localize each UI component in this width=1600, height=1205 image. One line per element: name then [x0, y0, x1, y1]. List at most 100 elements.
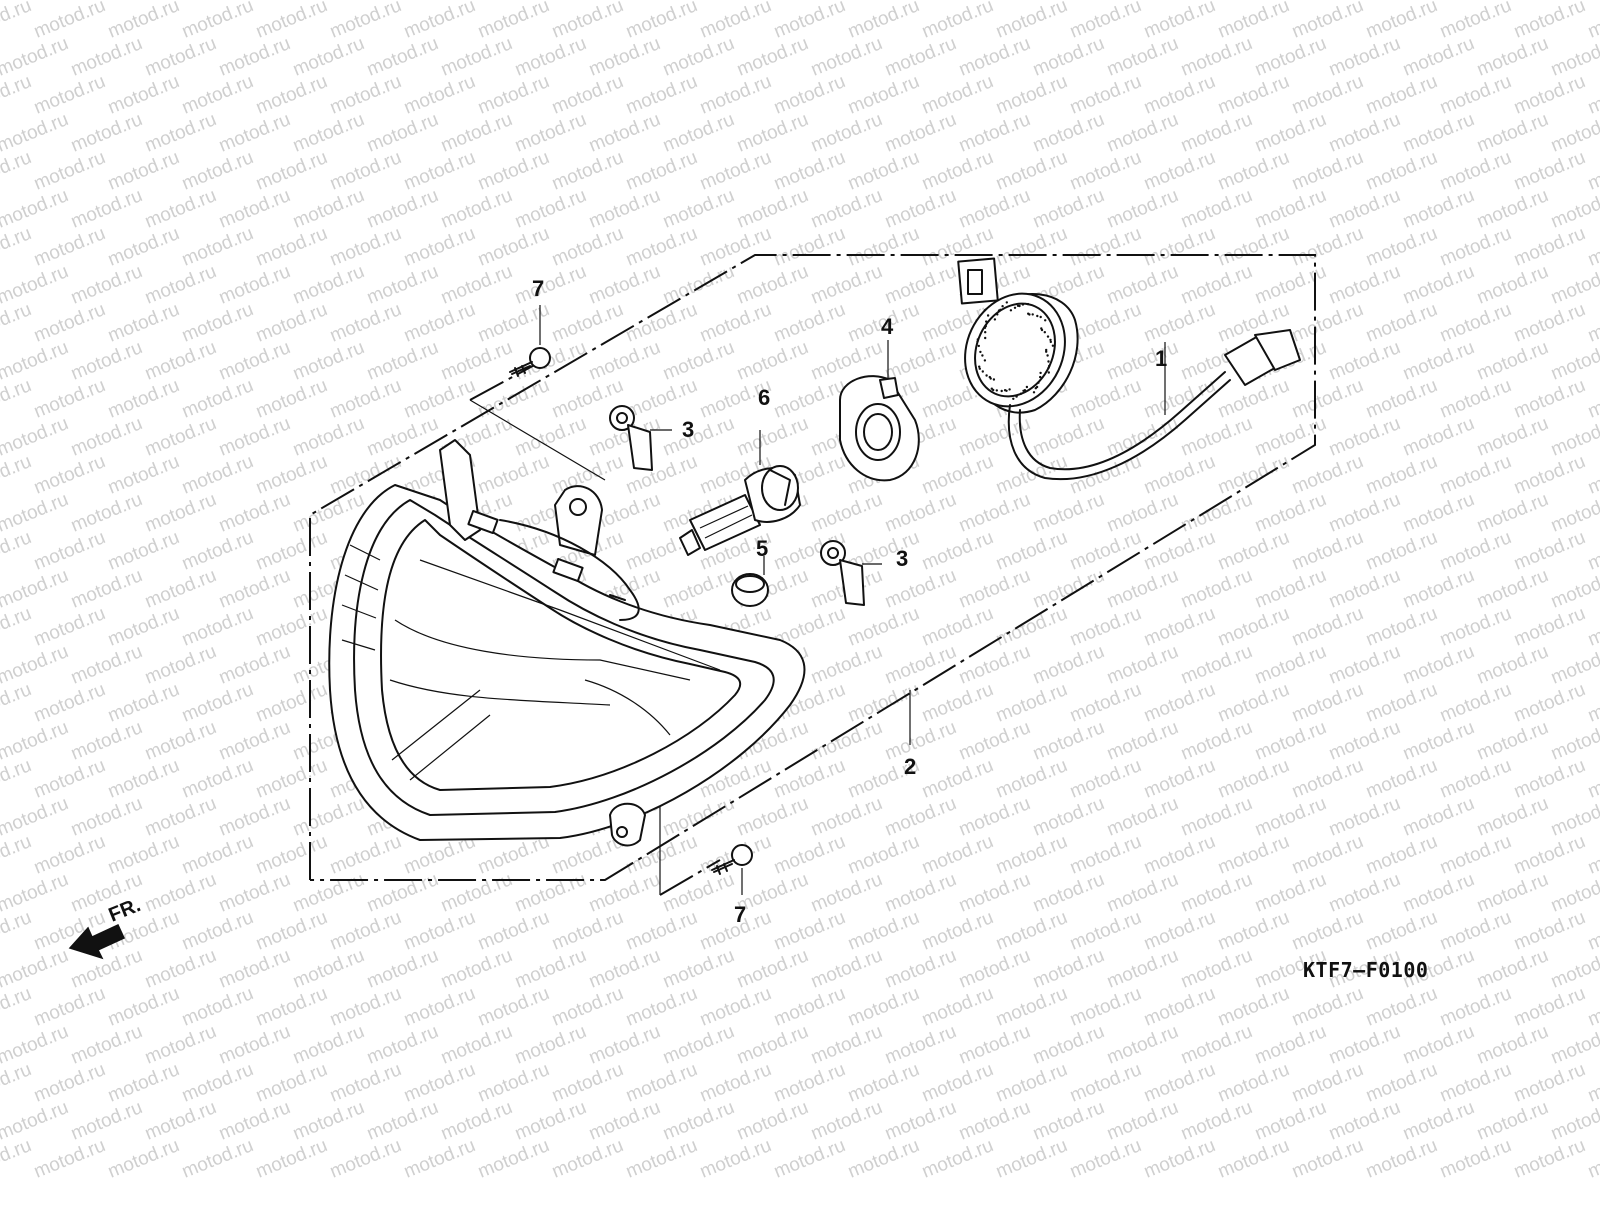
- watermark-text: motod.ru: [475, 71, 552, 119]
- watermark-text: motod.ru: [253, 1135, 330, 1183]
- watermark-text: motod.ru: [660, 33, 737, 81]
- watermark-text: motod.ru: [956, 945, 1033, 993]
- watermark-text: motod.ru: [1289, 983, 1366, 1031]
- watermark-text: motod.ru: [1437, 375, 1514, 423]
- watermark-text: motod.ru: [586, 261, 663, 309]
- watermark-text: motod.ru: [1585, 983, 1600, 1031]
- watermark-text: motod.ru: [1141, 451, 1218, 499]
- watermark-text: motod.ru: [697, 223, 774, 271]
- watermark-text: motod.ru: [882, 641, 959, 689]
- watermark-text: motod.ru: [919, 1135, 996, 1183]
- watermark-text: motod.ru: [1215, 907, 1292, 955]
- watermark-text: motod.ru: [1141, 0, 1218, 43]
- watermark-text: motod.ru: [808, 641, 885, 689]
- watermark-text: motod.ru: [1141, 603, 1218, 651]
- watermark-text: motod.ru: [179, 983, 256, 1031]
- stipple-dot: [985, 320, 988, 323]
- watermark-text: motod.ru: [142, 185, 219, 233]
- watermark-text: motod.ru: [327, 907, 404, 955]
- watermark-text: motod.ru: [660, 565, 737, 613]
- watermark-text: motod.ru: [734, 185, 811, 233]
- watermark-text: motod.ru: [327, 375, 404, 423]
- watermark-text: motod.ru: [327, 223, 404, 271]
- watermark-text: motod.ru: [1474, 109, 1551, 157]
- watermark-text: motod.ru: [1178, 185, 1255, 233]
- watermark-text: motod.ru: [438, 869, 515, 917]
- watermark-text: motod.ru: [216, 185, 293, 233]
- watermark-text: motod.ru: [1511, 451, 1588, 499]
- clip-nut-upper: [609, 405, 672, 471]
- watermark-text: motod.ru: [1104, 1021, 1181, 1069]
- watermark-text: motod.ru: [1400, 641, 1477, 689]
- stipple-dot: [1047, 371, 1051, 374]
- watermark-text: motod.ru: [401, 0, 478, 43]
- watermark-text: motod.ru: [1067, 1059, 1144, 1107]
- watermark-text: motod.ru: [1104, 565, 1181, 613]
- watermark-text: motod.ru: [1252, 1097, 1329, 1145]
- watermark-text: motod.ru: [1215, 147, 1292, 195]
- watermark-text: motod.ru: [1141, 831, 1218, 879]
- watermark-text: motod.ru: [327, 1135, 404, 1183]
- watermark-text: motod.ru: [1474, 945, 1551, 993]
- watermark-text: motod.ru: [1141, 299, 1218, 347]
- watermark-text: motod.ru: [734, 1021, 811, 1069]
- stipple-dot: [1021, 303, 1025, 306]
- watermark-text: motod.ru: [1289, 679, 1366, 727]
- watermark-text: motod.ru: [1030, 489, 1107, 537]
- stipple-dot: [1039, 375, 1042, 379]
- stipple-dot: [1015, 395, 1018, 398]
- watermark-text: motod.ru: [808, 869, 885, 917]
- watermark-text: motod.ru: [327, 983, 404, 1031]
- watermark-text: motod.ru: [1511, 527, 1588, 575]
- watermark-text: motod.ru: [475, 451, 552, 499]
- watermark-text: motod.ru: [68, 793, 145, 841]
- watermark-text: motod.ru: [1141, 907, 1218, 955]
- watermark-text: motod.ru: [290, 1097, 367, 1145]
- watermark-text: motod.ru: [290, 33, 367, 81]
- watermark-text: motod.ru: [1215, 755, 1292, 803]
- watermark-text: motod.ru: [1363, 831, 1440, 879]
- watermark-text: motod.ru: [216, 413, 293, 461]
- watermark-text: motod.ru: [1030, 109, 1107, 157]
- callout-7-upper: 7: [532, 276, 544, 301]
- watermark-text: motod.ru: [845, 1135, 922, 1183]
- watermark-text: motod.ru: [327, 0, 404, 43]
- watermark-text: motod.ru: [364, 1097, 441, 1145]
- stipple-dot: [1039, 371, 1042, 375]
- stipple-dot: [1046, 335, 1050, 338]
- watermark-text: motod.ru: [401, 1135, 478, 1183]
- watermark-text: motod.ru: [401, 983, 478, 1031]
- watermark-text: motod.ru: [1067, 0, 1144, 43]
- stipple-dot: [988, 375, 991, 379]
- watermark-text: motod.ru: [882, 717, 959, 765]
- watermark-text: motod.ru: [1141, 147, 1218, 195]
- watermark-text: motod.ru: [179, 1059, 256, 1107]
- watermark-text: motod.ru: [216, 641, 293, 689]
- tapping-screw-upper: [509, 305, 551, 377]
- watermark-text: motod.ru: [31, 755, 108, 803]
- watermark-text: motod.ru: [1363, 0, 1440, 43]
- watermark-text: motod.ru: [105, 603, 182, 651]
- watermark-text: motod.ru: [31, 223, 108, 271]
- watermark-text: motod.ru: [1437, 1135, 1514, 1183]
- watermark-text: motod.ru: [253, 527, 330, 575]
- stipple-dot: [986, 314, 990, 317]
- watermark-text: motod.ru: [68, 33, 145, 81]
- watermark-text: motod.ru: [475, 299, 552, 347]
- watermark-text: motod.ru: [660, 261, 737, 309]
- assembly-frame: [309, 254, 1316, 896]
- watermark-text: motod.ru: [586, 1097, 663, 1145]
- watermark-text: motod.ru: [1326, 793, 1403, 841]
- watermark-text: motod.ru: [68, 489, 145, 537]
- watermark-text: motod.ru: [1437, 603, 1514, 651]
- watermark-text: motod.ru: [1363, 299, 1440, 347]
- watermark-text: motod.ru: [1326, 869, 1403, 917]
- watermark-text: motod.ru: [253, 147, 330, 195]
- watermark-text: motod.ru: [512, 1021, 589, 1069]
- watermark-text: motod.ru: [1215, 603, 1292, 651]
- watermark-text: motod.ru: [882, 793, 959, 841]
- watermark-text: motod.ru: [919, 679, 996, 727]
- watermark-text: motod.ru: [1400, 489, 1477, 537]
- watermark-text: motod.ru: [734, 945, 811, 993]
